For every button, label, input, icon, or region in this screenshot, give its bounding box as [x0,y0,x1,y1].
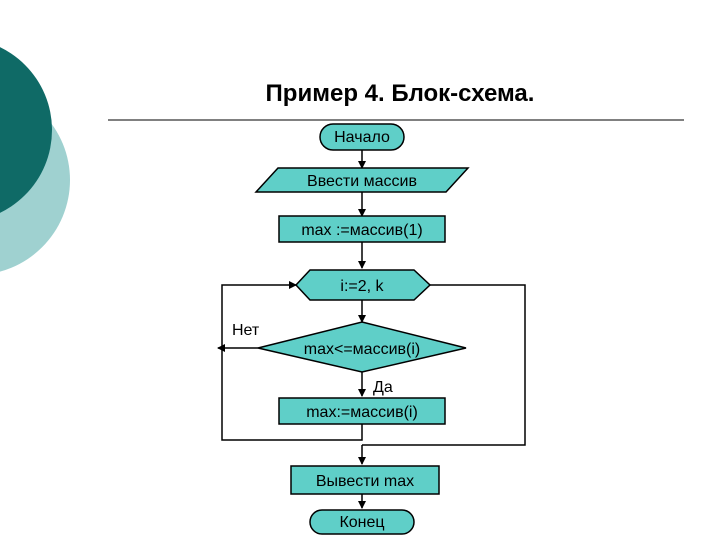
loop-hexagon [294,269,432,301]
connector-loop-back [221,281,363,441]
no-branch-label: Нет [232,322,260,339]
connector-loop-exit [362,284,526,446]
assign-label: max:=массив(i) [306,404,418,421]
condition-diamond [257,321,467,373]
end-terminator [309,509,415,535]
slide-title: Пример 4. Блок-схема. [265,80,535,107]
decor-circle-dark [0,47,52,213]
yes-branch-label: Да [373,379,393,396]
output-label: Вывести max [316,473,414,490]
init-label: max :=массив(1) [301,222,422,239]
loop-label: i:=2, k [340,278,384,295]
condition-label: max<=массив(i) [304,341,420,358]
input-parallelogram [254,167,470,193]
start-terminator [319,123,405,151]
input-label: Ввести массив [307,173,417,190]
end-label: Конец [339,514,384,531]
assign-process [278,397,446,425]
start-label: Начало [334,129,390,146]
output-process [290,465,440,495]
init-process [278,215,446,243]
